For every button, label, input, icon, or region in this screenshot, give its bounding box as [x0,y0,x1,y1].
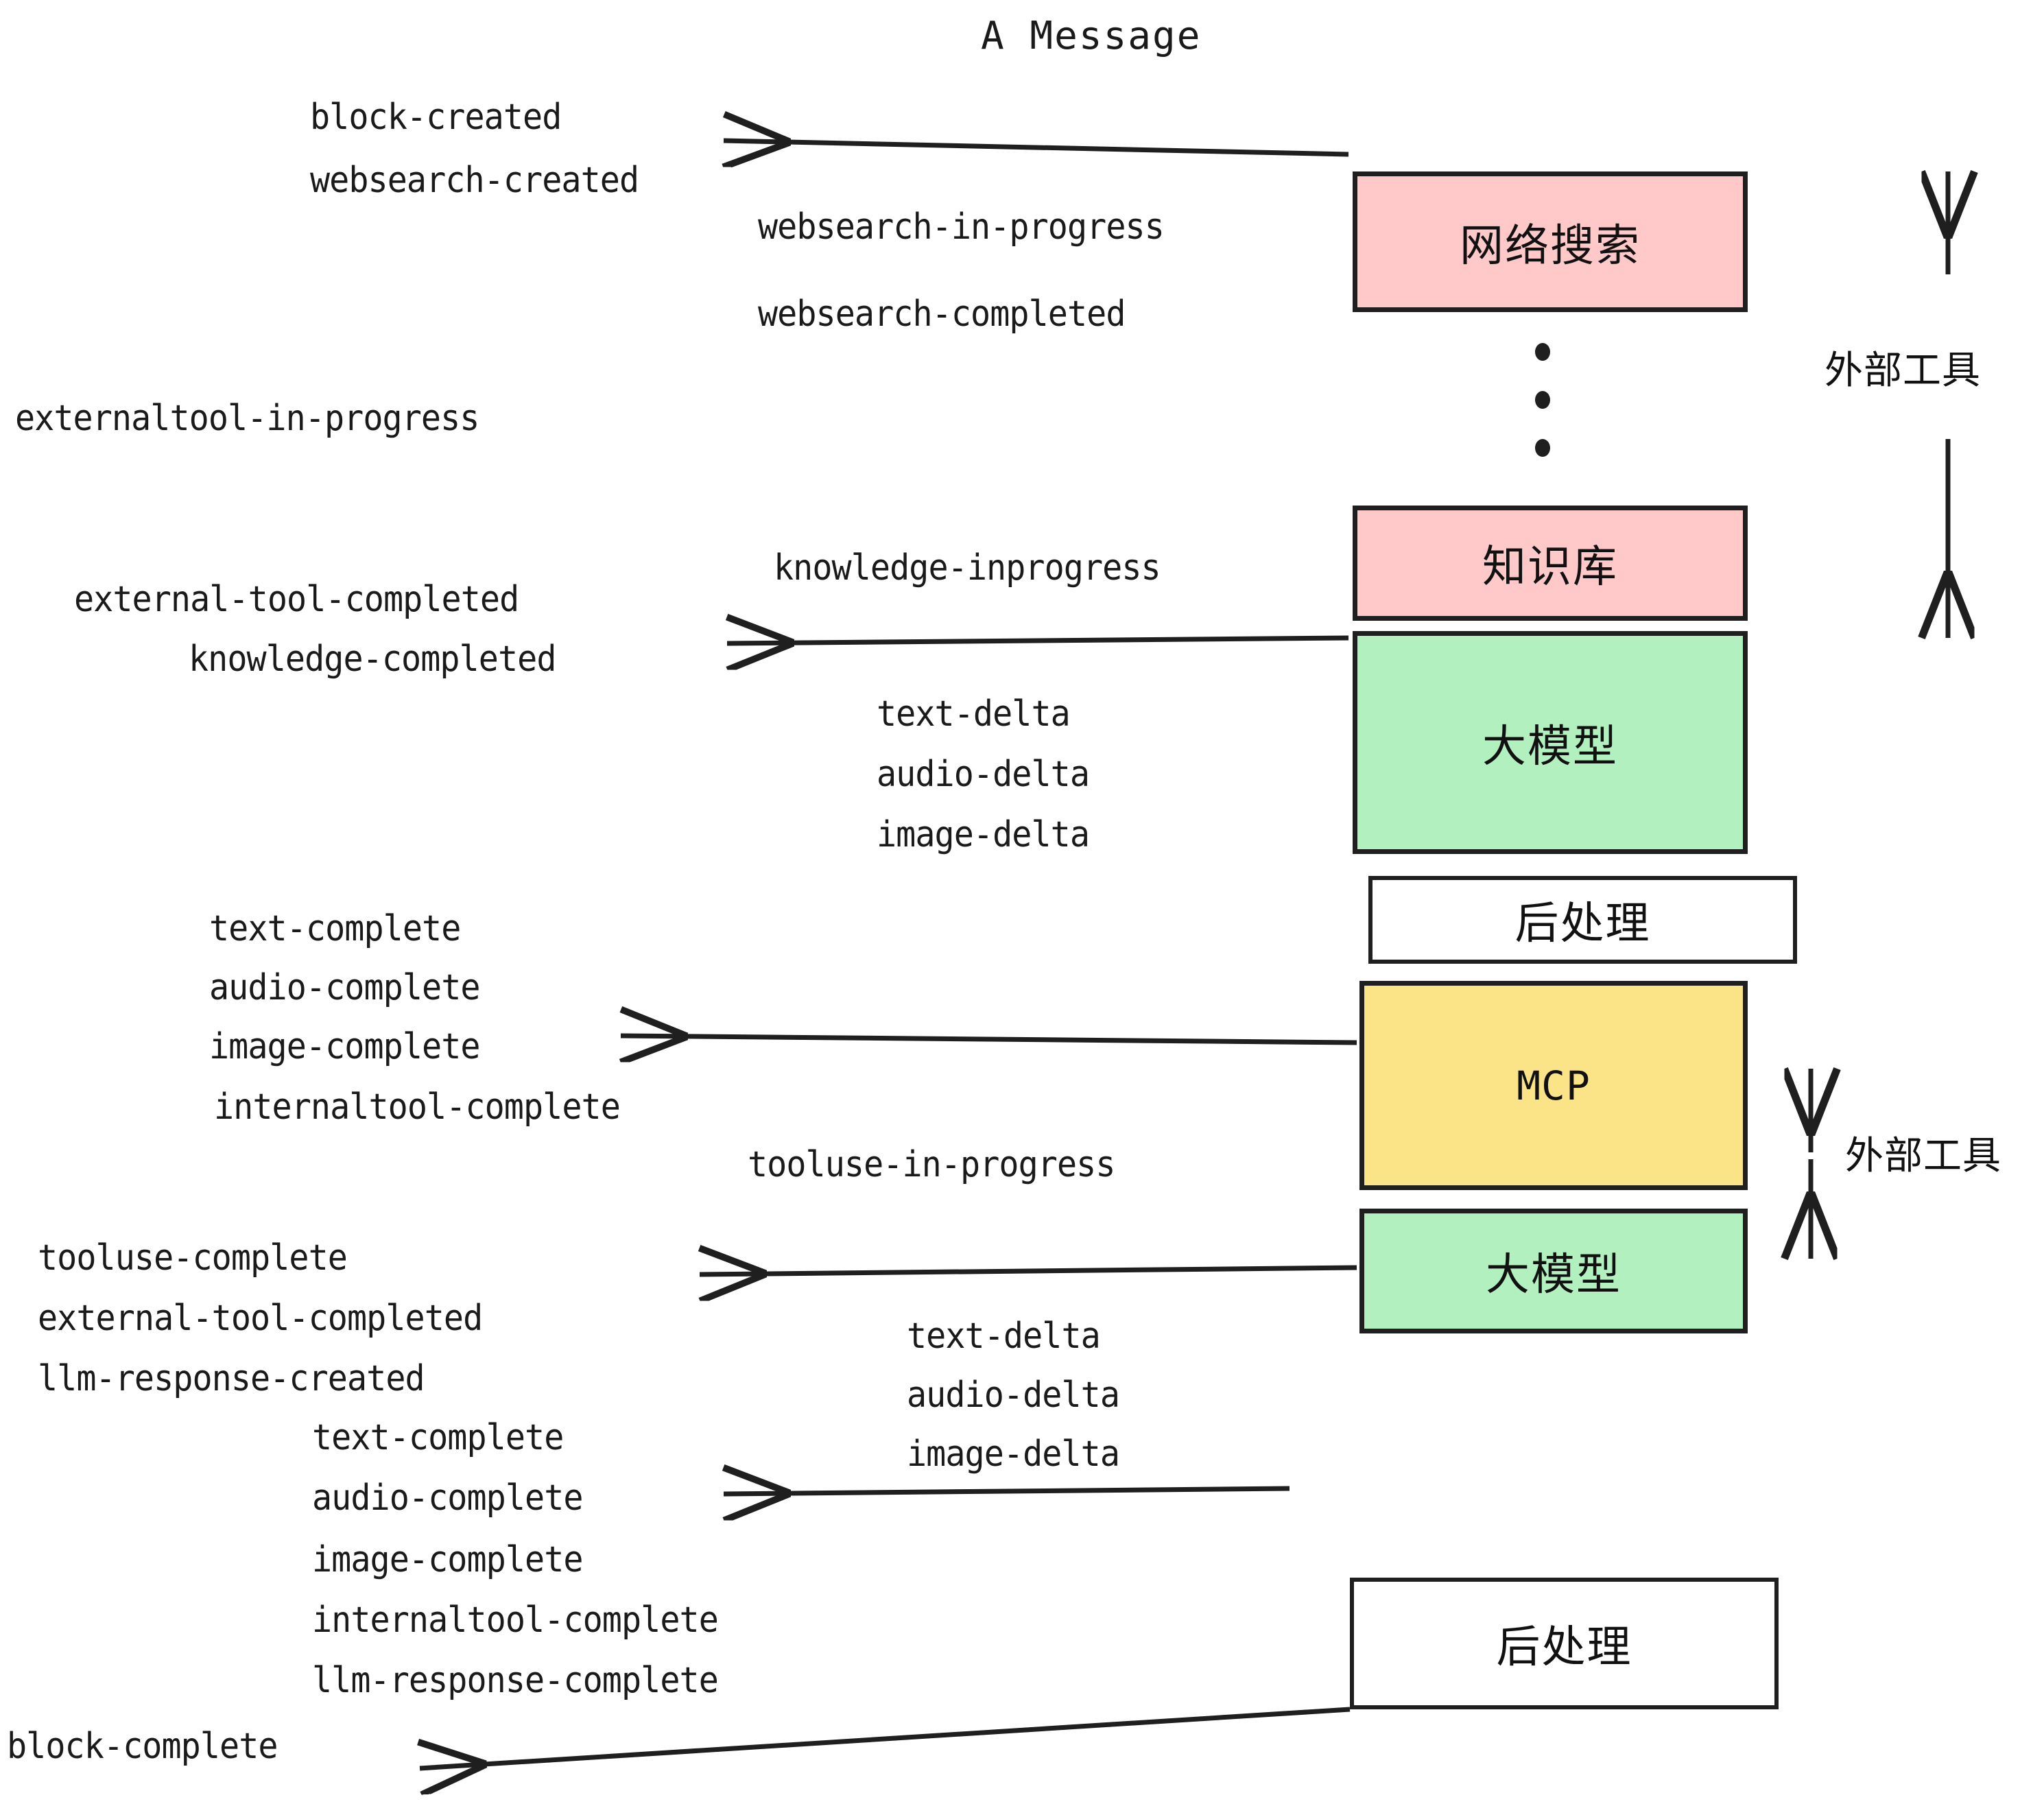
event-llm-response-created: llm-response-created [38,1358,425,1399]
event-text-delta-1: text-delta [877,693,1071,735]
event-llm-response-complete: llm-response-complete [312,1660,719,1701]
event-external-tool-completed-2: external-tool-completed [38,1298,483,1339]
event-block-created: block-created [310,97,562,138]
arrow-llm2-to-audio-complete [724,1488,1290,1494]
event-text-delta-2: text-delta [907,1316,1101,1357]
event-websearch-created: websearch-created [310,160,639,201]
arrow-websearch-to-block-created [724,141,1349,154]
event-websearch-completed: websearch-completed [758,294,1126,335]
arrow-mcp-to-image-complete [621,1036,1357,1043]
arrow-mcp-to-tooluse-complete [700,1268,1357,1274]
box-postprocess-2[interactable]: 后处理 [1350,1578,1779,1709]
box-postprocess-1[interactable]: 后处理 [1368,876,1797,964]
box-llm-2[interactable]: 大模型 [1359,1209,1748,1333]
dot-3 [1535,439,1550,457]
event-audio-delta-2: audio-delta [907,1375,1120,1416]
event-text-complete-2: text-complete [312,1417,564,1458]
box-mcp[interactable]: MCP [1359,981,1748,1190]
event-externaltool-in-progress: externaltool-in-progress [15,398,479,439]
dot-2 [1535,391,1550,409]
event-knowledge-inprogress: knowledge-inprogress [774,547,1161,589]
event-internaltool-complete-1: internaltool-complete [214,1087,621,1128]
event-knowledge-completed: knowledge-completed [189,639,556,680]
box-llm-1[interactable]: 大模型 [1353,631,1748,854]
side-label-external-tool-top: 外部工具 [1825,348,1981,393]
event-external-tool-completed-1: external-tool-completed [74,579,519,620]
dot-1 [1535,343,1550,361]
event-audio-complete-2: audio-complete [312,1477,584,1519]
side-label-external-tool-bottom: 外部工具 [1845,1134,2001,1178]
event-image-delta-1: image-delta [877,814,1090,855]
diagram-title: A Message [981,14,1202,58]
event-tooluse-in-progress: tooluse-in-progress [748,1144,1115,1185]
event-tooluse-complete: tooluse-complete [38,1237,348,1279]
event-websearch-in-progress: websearch-in-progress [758,206,1165,248]
event-image-complete-1: image-complete [209,1026,481,1067]
event-internaltool-complete-2: internaltool-complete [312,1600,719,1641]
ellipsis-dots [1535,343,1550,487]
event-image-delta-2: image-delta [907,1434,1120,1475]
box-knowledge-base[interactable]: 知识库 [1353,506,1748,621]
event-audio-complete-1: audio-complete [209,967,481,1008]
arrow-llm1-to-knowledge-completed [727,638,1349,643]
event-block-complete: block-complete [7,1726,278,1767]
box-websearch[interactable]: 网络搜索 [1353,171,1748,312]
arrow-postprocess-to-block-complete [420,1707,1351,1768]
event-image-complete-2: image-complete [312,1539,584,1580]
event-audio-delta-1: audio-delta [877,754,1090,795]
event-text-complete-1: text-complete [209,908,461,949]
